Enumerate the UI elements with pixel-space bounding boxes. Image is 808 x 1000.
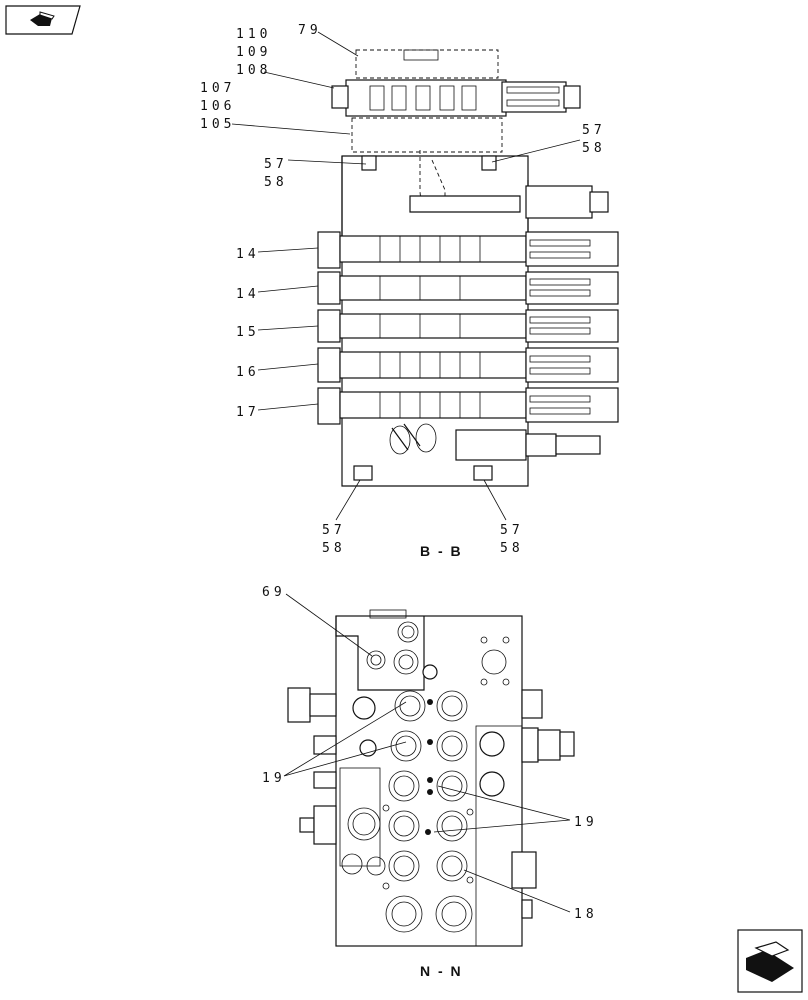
spool-rows <box>317 231 619 425</box>
label-15: 15 <box>236 325 260 340</box>
back-nav-button[interactable] <box>4 4 82 38</box>
label-18: 18 <box>574 907 598 922</box>
view-caption-nn: N - N <box>420 963 463 979</box>
label-58-top-left: 58 <box>264 175 288 190</box>
label-14-b: 14 <box>236 287 260 302</box>
label-58-bottom-left: 58 <box>322 541 346 556</box>
navigate-next-icon <box>746 941 794 982</box>
label-17: 17 <box>236 405 260 420</box>
navigate-back-icon <box>30 11 55 26</box>
label-19-right: 19 <box>574 815 598 830</box>
view-caption-bb: B - B <box>420 543 463 559</box>
label-110: 110 <box>236 27 271 42</box>
label-109: 109 <box>236 45 271 60</box>
label-79: 79 <box>298 23 322 38</box>
label-69: 69 <box>262 585 286 600</box>
label-58-bottom-right: 58 <box>500 541 524 556</box>
label-108: 108 <box>236 63 271 78</box>
label-106: 106 <box>200 99 235 114</box>
label-57-top-left: 57 <box>264 157 288 172</box>
label-57-top-right: 57 <box>582 123 606 138</box>
label-14-a: 14 <box>236 247 260 262</box>
label-105: 105 <box>200 117 235 132</box>
view-nn: 69 19 19 18 N - N <box>262 585 598 979</box>
view-bb: 79 110 109 108 107 106 105 57 58 57 58 1… <box>200 23 619 559</box>
label-16: 16 <box>236 365 260 380</box>
label-19-left: 19 <box>262 771 286 786</box>
label-57-bottom-left: 57 <box>322 523 346 538</box>
next-nav-button[interactable] <box>736 928 804 994</box>
label-57-bottom-right: 57 <box>500 523 524 538</box>
label-107: 107 <box>200 81 235 96</box>
label-58-top-right: 58 <box>582 141 606 156</box>
